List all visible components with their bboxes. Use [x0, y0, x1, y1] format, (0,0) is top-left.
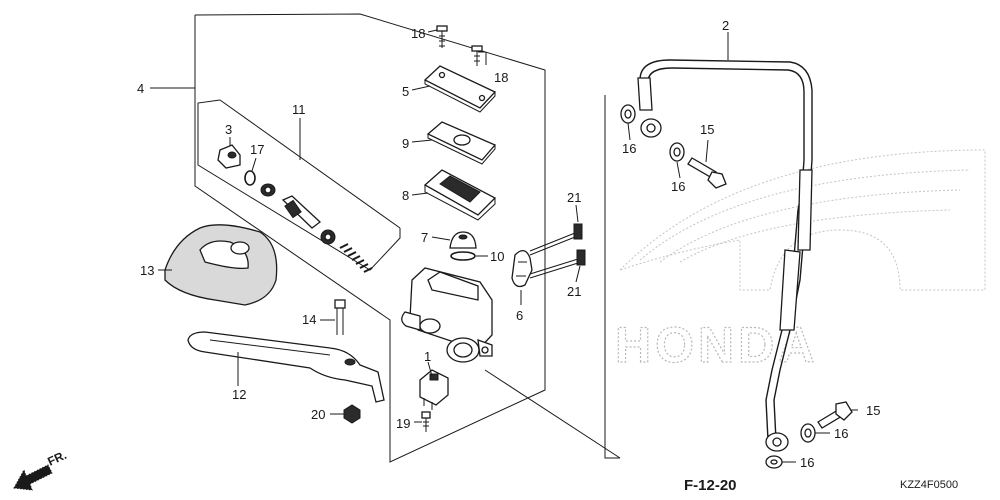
label-12: 12 [232, 387, 246, 402]
bolt-21a [529, 223, 583, 256]
washer-16a [620, 104, 636, 124]
reference-label: F-12-20 [684, 477, 737, 494]
reservoir-cap-5 [423, 65, 497, 113]
label-21a: 21 [567, 190, 581, 205]
spring [339, 243, 373, 273]
label-16a: 16 [622, 141, 636, 156]
banjo-upper [640, 118, 662, 138]
front-arrow-label: FR. [45, 448, 68, 469]
honda-wing-watermark [619, 149, 986, 291]
diaphragm-8 [423, 169, 497, 221]
assembly-outline-4 [150, 13, 546, 463]
label-10: 10 [490, 249, 504, 264]
label-11: 11 [292, 102, 306, 117]
label-3: 3 [225, 122, 232, 137]
pivot-bolt-14 [334, 299, 356, 366]
bolt-21b [529, 249, 586, 279]
holder-6 [511, 250, 533, 288]
label-9: 9 [402, 136, 409, 151]
label-15b: 15 [866, 403, 880, 418]
nut-20 [343, 404, 361, 424]
washer-16b [669, 142, 685, 162]
label-18b: 18 [494, 70, 508, 85]
diaphragm-plate-9 [426, 121, 497, 165]
label-17: 17 [250, 142, 264, 157]
label-16b: 16 [671, 179, 685, 194]
label-14: 14 [302, 312, 316, 327]
label-20: 20 [311, 407, 325, 422]
screw-18a [436, 25, 448, 48]
label-16c: 16 [834, 426, 848, 441]
hose-outline [604, 95, 620, 459]
leader-lines [158, 29, 858, 463]
label-13: 13 [140, 263, 154, 278]
stop-switch-1 [419, 369, 449, 410]
oil-bolt-15a [687, 157, 727, 189]
brake-hose-2 [637, 59, 813, 441]
label-8: 8 [402, 188, 409, 203]
label-16d: 16 [800, 455, 814, 470]
washer-16c [800, 423, 816, 443]
screw-19 [421, 411, 431, 432]
plug-3 [217, 144, 241, 169]
lever-cover-13 [164, 224, 278, 306]
label-1: 1 [424, 349, 431, 364]
clip-17 [244, 170, 256, 186]
label-2: 2 [722, 18, 729, 33]
boot-7 [449, 231, 477, 249]
oil-bolt-15b [817, 401, 853, 429]
assembly-outline-11 [197, 99, 401, 271]
master-cylinder-body [401, 267, 493, 363]
front-arrow-icon: FR. [13, 448, 69, 491]
screw-18b [471, 45, 483, 66]
label-15a: 15 [700, 122, 714, 137]
diagram-code: KZZ4F0500 [900, 479, 958, 491]
label-6: 6 [516, 308, 523, 323]
piston-kit-11 [260, 183, 336, 245]
label-7: 7 [421, 230, 428, 245]
brake-lever-12 [187, 331, 385, 403]
label-19: 19 [396, 416, 410, 431]
circlip-10 [450, 251, 476, 261]
label-4: 4 [137, 81, 144, 96]
label-5: 5 [402, 84, 409, 99]
label-18a: 18 [411, 26, 425, 41]
label-21b: 21 [567, 284, 581, 299]
banjo-lower [765, 432, 789, 452]
washer-16d [765, 455, 783, 469]
